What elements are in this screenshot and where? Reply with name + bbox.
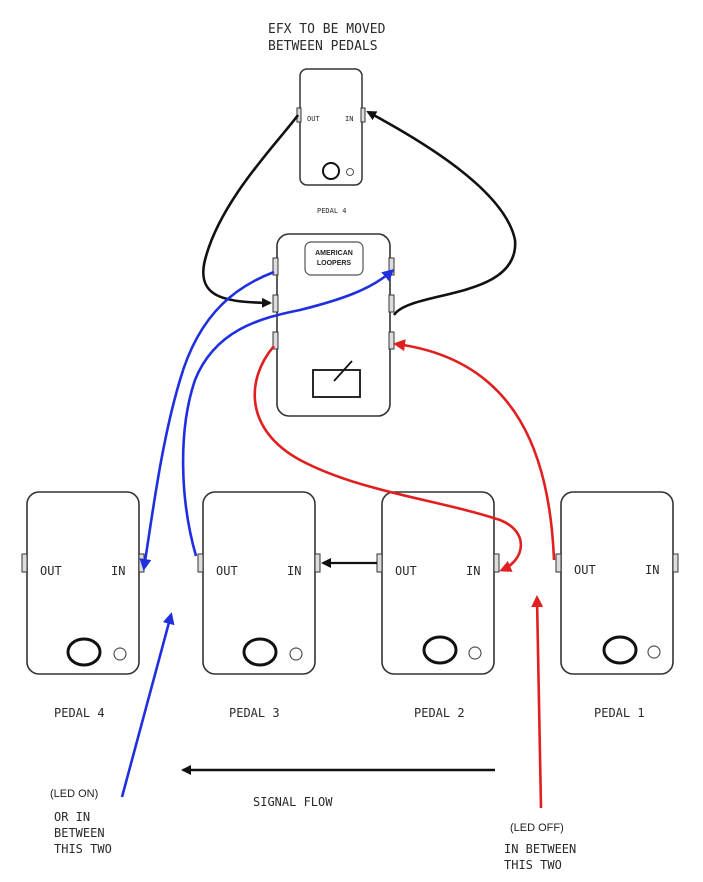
looper-left-jack-1 xyxy=(272,257,279,276)
led-on-status: (LED ON) xyxy=(50,788,98,800)
pedal-1-footswitch xyxy=(602,635,638,665)
pedal-4-body xyxy=(26,491,140,675)
diagram-title: EFX TO BE MOVED BETWEEN PEDALS xyxy=(268,22,386,54)
pedal-1-out-label: OUT xyxy=(574,563,596,577)
pedal-3-out-label: OUT xyxy=(216,564,238,578)
pedal-4-footswitch xyxy=(66,637,102,667)
annotation-led-on: (LED ON) OR IN BETWEEN THIS TWO xyxy=(50,788,112,856)
annotation-led-off: (LED OFF) IN BETWEEN THIS TWO xyxy=(504,822,576,872)
looper-body xyxy=(276,233,391,417)
pedal-4-in-jack xyxy=(138,553,145,573)
pedal-4-out-jack xyxy=(21,553,28,573)
efx-pedal: OUT IN PEDAL 4 xyxy=(296,68,366,215)
efx-in-jack xyxy=(360,107,366,123)
looper-left-jack-2 xyxy=(272,294,279,313)
pedal-3-in-label: IN xyxy=(287,564,301,578)
pedal-1-in-jack xyxy=(672,553,679,573)
cable-looper-to-efx-in xyxy=(366,110,517,316)
pedal-4-led xyxy=(113,647,127,661)
led-on-line-1: OR IN xyxy=(54,810,90,824)
signal-flow-label: SIGNAL FLOW xyxy=(253,795,333,809)
efx-out-label: OUT xyxy=(307,115,320,123)
cable-looper-to-pedal2-in xyxy=(253,345,523,572)
pedal-1: OUT IN PEDAL 1 xyxy=(555,491,679,720)
pedal-4-out-label: OUT xyxy=(40,564,62,578)
pedal-2-out-label: OUT xyxy=(395,564,417,578)
pedal-2-footswitch xyxy=(422,635,458,665)
pedal-4: OUT IN PEDAL 4 xyxy=(21,491,145,720)
title-line-2: BETWEEN PEDALS xyxy=(268,39,378,54)
pedal-1-led xyxy=(647,645,661,659)
cable-efx-out-to-looper xyxy=(202,114,300,308)
looper-brand-badge xyxy=(304,241,364,276)
pedal-1-in-label: IN xyxy=(645,563,659,577)
pedal-1-out-jack xyxy=(555,553,562,573)
pedal-1-caption: PEDAL 1 xyxy=(594,706,645,720)
pointer-led-off xyxy=(531,595,544,809)
american-loopers-switcher: AMERICAN LOOPERS xyxy=(272,233,395,417)
cable-pedal1-out-to-looper xyxy=(393,339,556,561)
pedal-2-in-label: IN xyxy=(466,564,480,578)
efx-caption: PEDAL 4 xyxy=(317,207,347,215)
pedal-2: OUT IN PEDAL 2 xyxy=(376,491,500,720)
efx-led xyxy=(346,168,354,176)
led-off-status: (LED OFF) xyxy=(510,822,564,834)
looper-brand-line-1: AMERICAN xyxy=(315,250,353,257)
pedal-2-caption: PEDAL 2 xyxy=(414,706,465,720)
cable-pedal3-out-to-looper xyxy=(181,269,395,557)
pedal-3-body xyxy=(202,491,316,675)
pedal-2-led xyxy=(468,646,482,660)
pedal-2-out-jack xyxy=(376,553,383,573)
pedal-3-led xyxy=(289,647,303,661)
pedal-3-footswitch xyxy=(242,637,278,667)
pedal-3-caption: PEDAL 3 xyxy=(229,706,280,720)
looper-brand-line-2: LOOPERS xyxy=(317,260,352,267)
led-off-line-1: IN BETWEEN xyxy=(504,842,576,856)
pedal-1-body xyxy=(560,491,674,675)
efx-footswitch xyxy=(322,162,340,180)
pedal-3: OUT IN PEDAL 3 xyxy=(197,491,321,720)
cable-looper-to-pedal4-in xyxy=(139,270,275,571)
looper-left-jack-3 xyxy=(272,331,279,350)
pedal-3-in-jack xyxy=(314,553,321,573)
pedal-3-out-jack xyxy=(197,553,204,573)
looper-switch xyxy=(312,369,361,398)
title-line-1: EFX TO BE MOVED xyxy=(268,22,386,37)
looper-right-jack-3 xyxy=(388,331,395,350)
pedal-2-in-jack xyxy=(493,553,500,573)
pointer-led-on xyxy=(120,612,175,798)
efx-pedal-body xyxy=(299,68,363,186)
led-on-line-3: THIS TWO xyxy=(54,842,112,856)
pedal-2-body xyxy=(381,491,495,675)
pedal-4-caption: PEDAL 4 xyxy=(54,706,105,720)
led-off-line-2: THIS TWO xyxy=(504,858,562,872)
looper-right-jack-2 xyxy=(388,294,395,313)
pedal-4-in-label: IN xyxy=(111,564,125,578)
led-on-line-2: BETWEEN xyxy=(54,826,105,840)
efx-in-label: IN xyxy=(345,115,353,123)
looper-switch-lever xyxy=(333,360,353,382)
